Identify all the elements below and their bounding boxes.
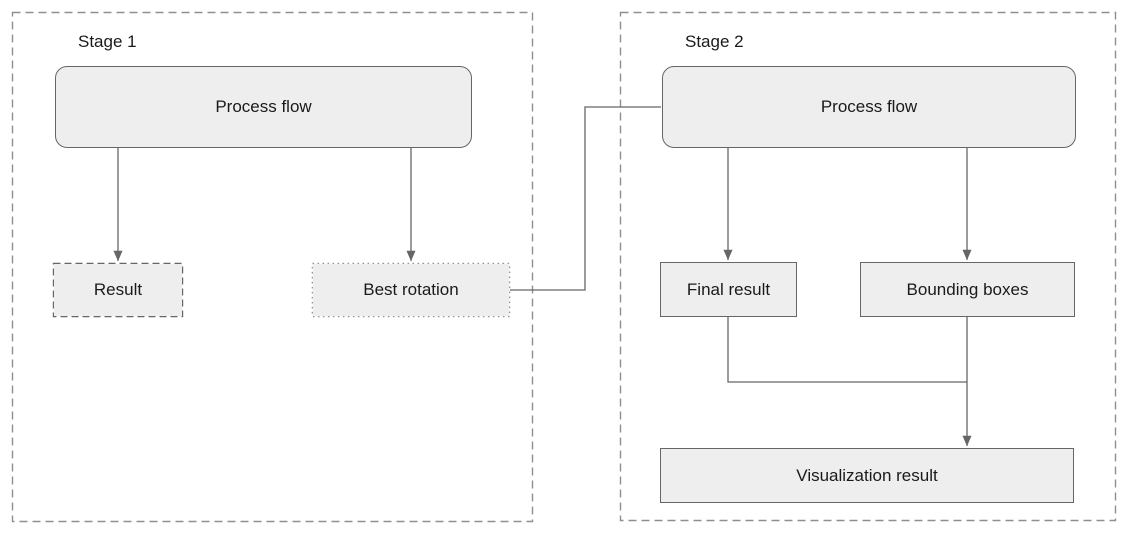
stage2-process-flow-node: Process flow xyxy=(662,66,1076,148)
stage2-visualization-result-node: Visualization result xyxy=(660,448,1074,503)
edge-final-result-to-visualization xyxy=(727,317,968,383)
stage2-bounding-boxes-node: Bounding boxes xyxy=(860,262,1075,317)
stage1-container xyxy=(11,11,534,523)
stage1-best-rotation-node: Best rotation xyxy=(313,264,509,316)
stage2-final-result-label: Final result xyxy=(686,279,771,299)
stage1-best-rotation-label: Best rotation xyxy=(363,280,459,299)
stage2-title: Stage 2 xyxy=(685,32,744,51)
stage2-final-result-node: Final result xyxy=(660,262,797,317)
stage2-process-flow-label: Process flow xyxy=(820,97,918,116)
stage1-process-flow-node: Process flow xyxy=(55,66,472,148)
stage1-process-flow-label: Process flow xyxy=(215,97,312,116)
stage1-result-node: Result xyxy=(54,264,182,316)
stage2-visualization-result-label: Visualization result xyxy=(796,465,938,485)
stage2-container xyxy=(619,11,1117,522)
stage1-result-label: Result xyxy=(93,280,143,299)
stage1-title: Stage 1 xyxy=(78,32,137,51)
result-node-outline xyxy=(52,262,184,318)
edge-best-rotation-to-process2 xyxy=(510,106,661,291)
stage2-bounding-boxes-label: Bounding boxes xyxy=(906,279,1029,299)
